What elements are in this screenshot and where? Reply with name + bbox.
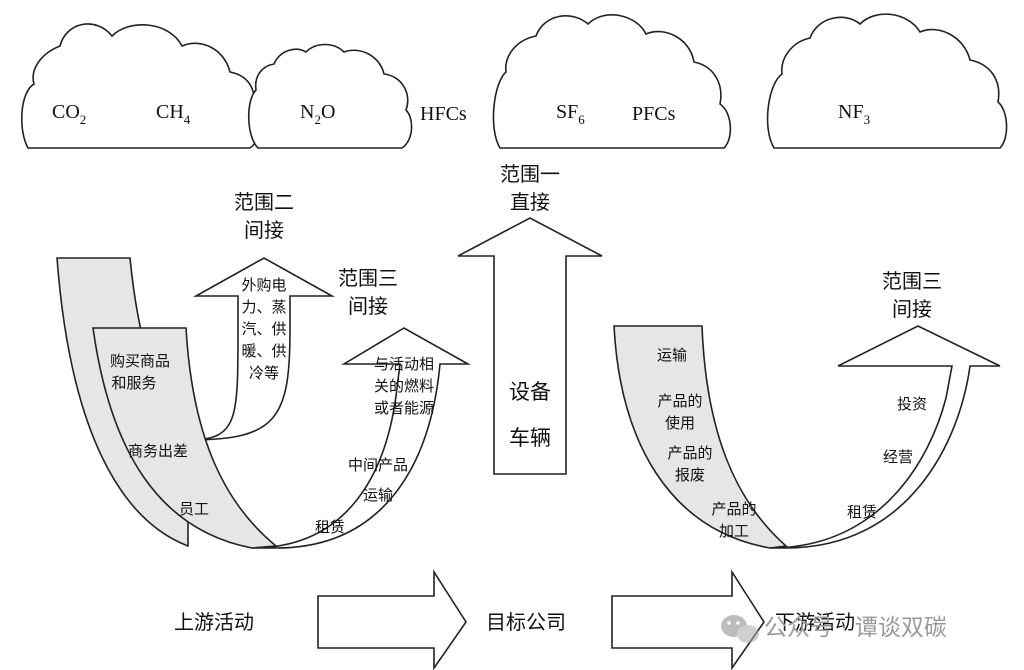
scope3-upstream-grey-item: 商务出差: [128, 442, 188, 460]
scope2-item: 暖、供: [241, 342, 286, 360]
gas-sf6: SF6: [556, 101, 585, 127]
scope3-upstream-title-line1: 范围三: [338, 266, 398, 290]
scope3-upstream-white-item: 关的燃料: [374, 377, 434, 395]
flow-downstream-label: 下游活动: [775, 610, 855, 634]
scope3-upstream-grey-item: 和服务: [111, 374, 156, 392]
scope3-upstream-white-item: 租赁: [315, 518, 345, 536]
flow-company-label: 目标公司: [486, 610, 566, 634]
scope3-upstream-white-item: 中间产品: [348, 456, 408, 474]
scope3-upstream-white-item: 运输: [363, 486, 393, 504]
scope3-downstream-title-line1: 范围三: [882, 269, 942, 293]
gas-pfcs: PFCs: [632, 103, 676, 125]
scope2-item: 力、蒸: [241, 298, 286, 316]
gas-n2o: N2O: [300, 101, 335, 127]
scope1-title-line2: 直接: [510, 190, 550, 214]
cloud-co2-ch4: [20, 23, 261, 149]
flow-arrow-1: [317, 569, 467, 670]
scope2-title-line2: 间接: [244, 218, 284, 242]
scope2-item: 冷等: [249, 364, 279, 382]
scope3-upstream-white-item: 或者能源: [374, 399, 434, 417]
scope3-downstream-title-line2: 间接: [892, 297, 932, 321]
scope2-item: 外购电: [241, 276, 286, 294]
watermark-text: 公众号 · 谭谈双碳: [764, 615, 947, 641]
scope1-item-equipment: 设备: [509, 380, 551, 404]
gas-nf3: NF3: [838, 101, 870, 127]
flow-upstream-label: 上游活动: [174, 610, 254, 634]
scope3-downstream-grey-item: 产品的: [711, 500, 756, 518]
scope1-arrow: [457, 217, 603, 475]
scope3-upstream-title-line2: 间接: [348, 294, 388, 318]
scope3-downstream-grey-item: 运输: [657, 346, 687, 364]
scope2-item: 汽、供: [241, 320, 286, 338]
gas-ch4: CH4: [156, 101, 191, 127]
scope3-downstream-white-item: 投资: [897, 395, 927, 413]
scope2-title-line1: 范围二: [234, 190, 294, 214]
gas-co2: CO2: [52, 101, 86, 127]
scope1-title-line1: 范围一: [500, 162, 560, 186]
scope1-item-vehicles: 车辆: [509, 426, 551, 450]
cloud-n2o: [247, 43, 413, 149]
scope3-downstream-grey-item: 产品的: [667, 444, 712, 462]
gas-hfcs: HFCs: [420, 103, 467, 125]
scope3-upstream-grey-item: 员工: [179, 500, 209, 518]
scope3-downstream-grey-item: 报废: [675, 466, 705, 484]
cloud-sf6-pfcs: [492, 14, 732, 149]
wechat-icon: [721, 615, 759, 643]
scope3-upstream-band: [92, 327, 472, 549]
scope3-downstream-grey-item: 产品的: [657, 392, 702, 410]
scope3-upstream-grey-item: 购买商品: [110, 352, 170, 370]
cloud-nf3: [766, 13, 1008, 149]
scope3-downstream-white-item: 租赁: [847, 503, 877, 521]
flow-arrow-2: [611, 569, 765, 670]
scope3-downstream-white-item: 经营: [883, 448, 913, 466]
scope3-downstream-band: [613, 325, 1001, 549]
scope3-upstream-white-item: 与活动相: [374, 355, 434, 373]
scope3-downstream-grey-item: 加工: [719, 522, 749, 540]
scope3-downstream-grey-item: 使用: [665, 414, 695, 432]
